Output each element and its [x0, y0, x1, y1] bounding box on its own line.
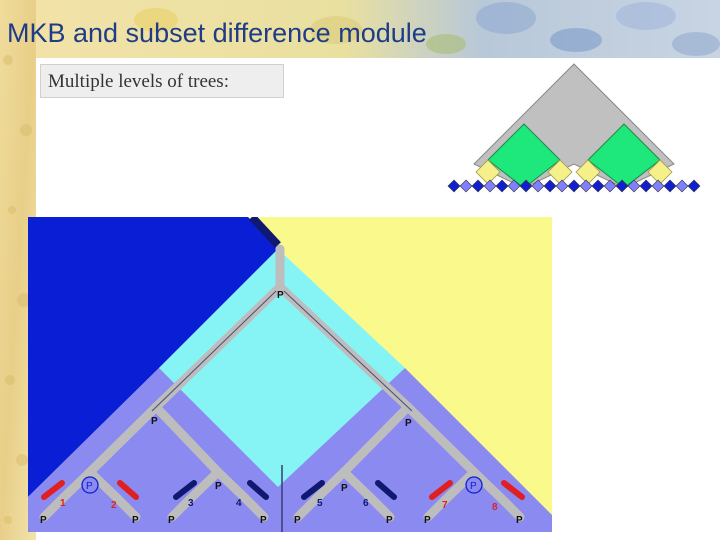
node-label-leaf-5: P: [294, 515, 301, 526]
node-label-leaf-4: P: [260, 515, 267, 526]
slide-title: MKB and subset difference module: [7, 18, 427, 48]
leaf-number-7: 7: [442, 500, 448, 511]
leaf-number-3: 3: [188, 498, 194, 509]
leaf-bar-2: [117, 480, 139, 500]
subtitle-text: Multiple levels of trees:: [48, 71, 229, 92]
thumb-yellow-row: [475, 159, 673, 185]
tree-diagram: P P P P P P P P P P P P P P P 1 2 3: [28, 217, 552, 532]
leaf-bars: [41, 480, 525, 500]
leaf-bar-7: [429, 480, 453, 500]
node-label-leaf-6: P: [386, 515, 393, 526]
region-blue: [28, 217, 278, 497]
circled-node-left: P: [81, 476, 99, 494]
node-label-r1: P: [341, 483, 348, 494]
leaf-bar-4: [247, 480, 269, 500]
leaf-number-4: 4: [236, 498, 242, 509]
circled-node-right: P: [465, 476, 483, 494]
leaf-number-8: 8: [492, 502, 498, 513]
circled-node-right-label: P: [470, 481, 477, 492]
node-label-leaf-3: P: [168, 515, 175, 526]
edge-top-dark: [249, 217, 281, 248]
leaf-bar-5: [301, 480, 325, 500]
leaf-number-6: 6: [363, 498, 369, 509]
node-label-l3: P: [215, 481, 222, 492]
node-label-root: P: [277, 290, 284, 301]
leaf-number-5: 5: [317, 498, 323, 509]
node-label-leaf-7: P: [424, 515, 431, 526]
node-label-leaf-1: P: [40, 515, 47, 526]
leaf-bar-1: [41, 480, 65, 500]
node-label-right: P: [405, 418, 412, 429]
leaf-bar-6: [375, 480, 397, 500]
subtitle-box: Multiple levels of trees:: [40, 64, 284, 98]
node-label-left: P: [151, 416, 158, 427]
thumb-leaf-row: [447, 179, 701, 193]
tree-thumbnail: [447, 63, 701, 193]
floral-banner: [36, 0, 720, 58]
leaf-bar-8: [501, 480, 525, 500]
leaf-number-1: 1: [60, 498, 66, 509]
circled-node-left-label: P: [86, 481, 93, 492]
leaf-bar-3: [173, 480, 197, 500]
region-cyan: [159, 249, 405, 487]
leaf-number-2: 2: [111, 500, 117, 511]
node-label-leaf-2: P: [132, 515, 139, 526]
node-label-leaf-8: P: [516, 515, 523, 526]
